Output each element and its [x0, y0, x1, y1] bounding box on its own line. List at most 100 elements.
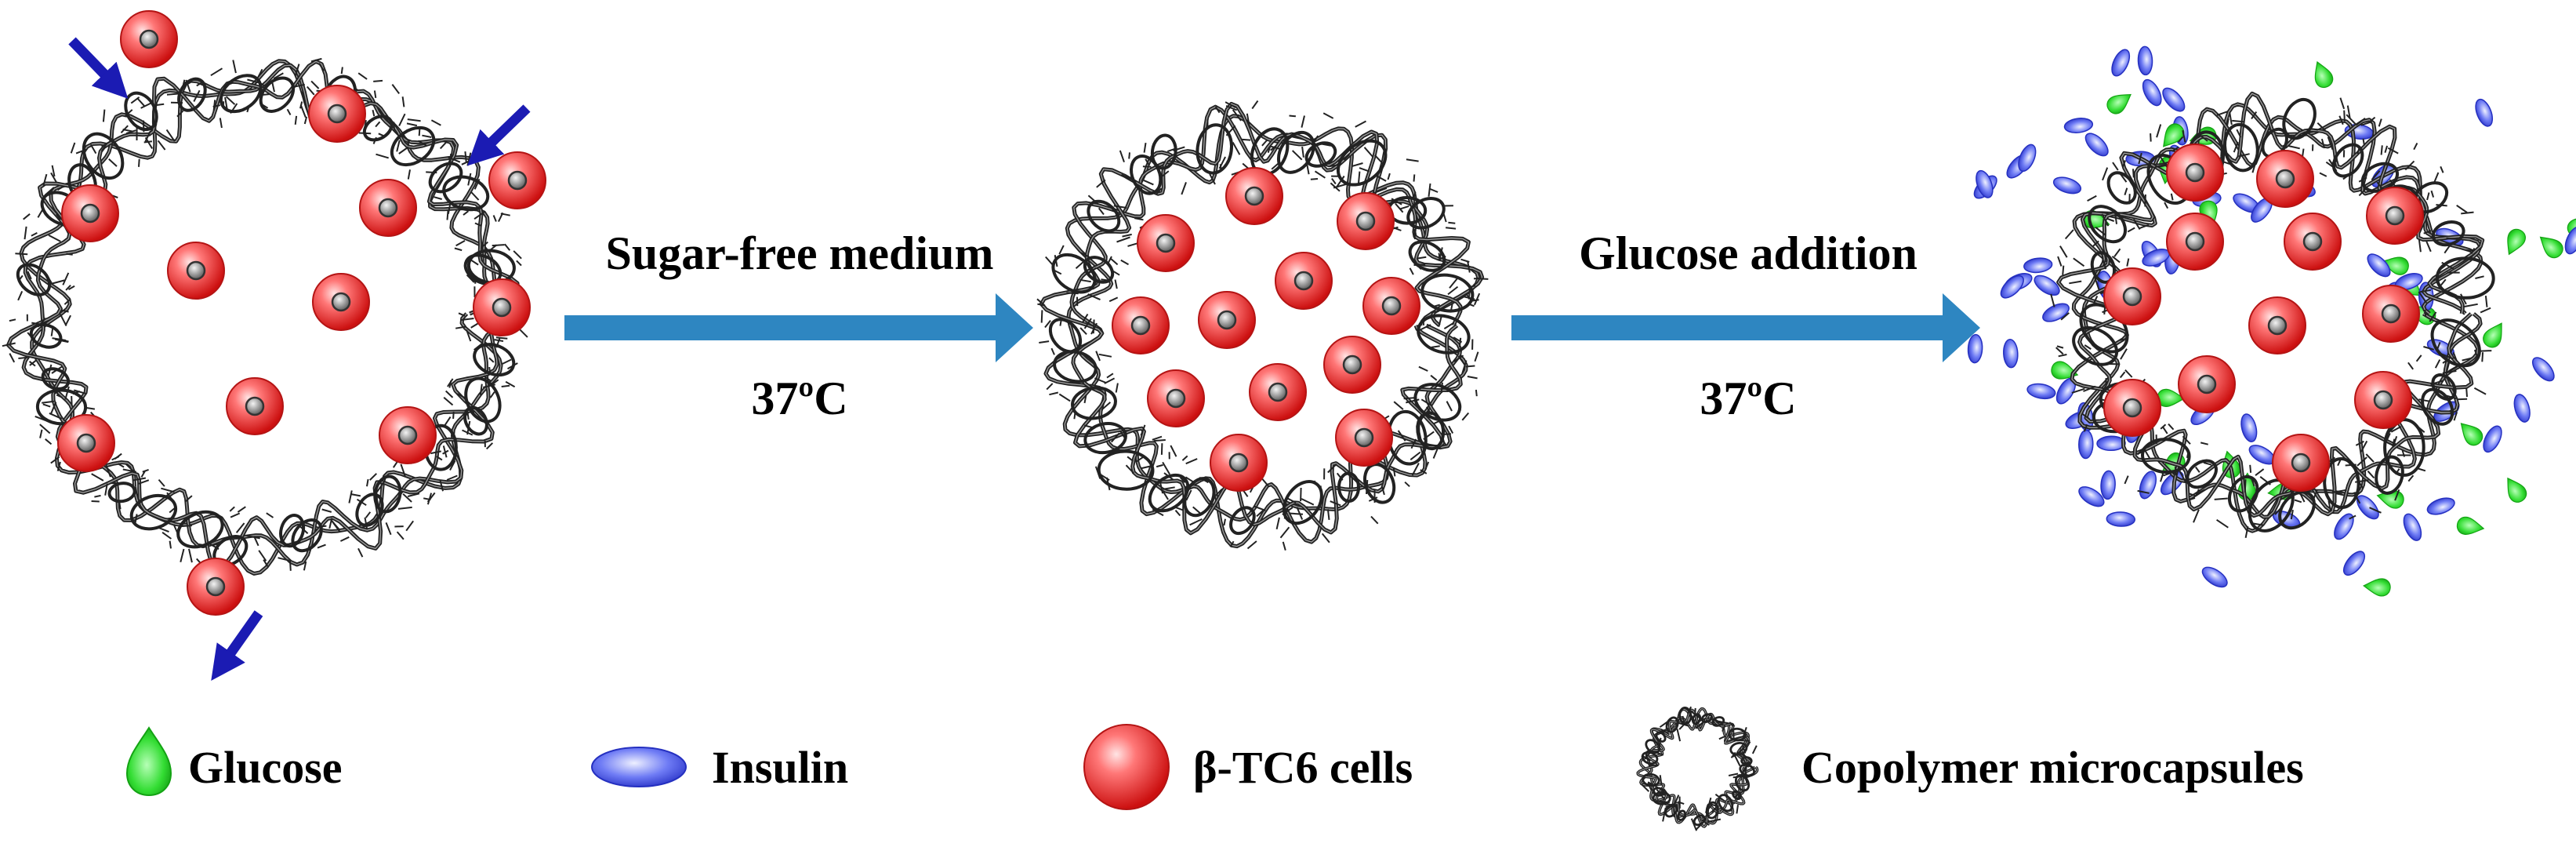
insulin-particle	[2034, 274, 2060, 296]
insulin-particle	[2139, 471, 2157, 500]
glucose-particle	[2483, 322, 2502, 348]
insulin-particle	[2356, 495, 2379, 520]
glucose-icon	[125, 726, 172, 797]
insulin-particle	[2000, 274, 2024, 299]
cell	[225, 376, 285, 436]
insulin-particle	[2100, 470, 2116, 500]
insulin-particle	[2084, 133, 2109, 157]
process-step-2: Glucose addition 37ºC	[1511, 227, 1980, 424]
cell	[1274, 251, 1333, 311]
insulin-particle	[2334, 513, 2354, 540]
legend-item-microcapsule: Copolymer microcapsules	[1636, 706, 2304, 831]
insulin-particle	[1967, 333, 1983, 364]
cell	[358, 178, 418, 238]
glucose-particle	[2507, 477, 2527, 503]
entry-arrow	[211, 610, 263, 682]
legend-label-microcapsule: Copolymer microcapsules	[1801, 742, 2304, 793]
insulin-particle	[2162, 87, 2186, 112]
glucose-particle	[2456, 516, 2485, 535]
step-2-temperature: 37ºC	[1700, 373, 1796, 424]
glucose-particle	[2539, 236, 2563, 259]
insulin-particle	[2201, 566, 2228, 588]
insulin-particle	[2111, 49, 2131, 77]
insulin-particle	[2052, 176, 2082, 194]
cell	[1225, 166, 1284, 226]
cell	[2165, 212, 2225, 271]
insulin-particle	[2023, 257, 2053, 274]
insulin-particle	[2078, 486, 2105, 507]
cell	[2283, 212, 2342, 271]
insulin-icon	[591, 747, 687, 787]
insulin-particle	[2342, 551, 2366, 576]
cell	[1136, 213, 1195, 273]
cell	[311, 272, 371, 332]
insulin-particle	[2096, 435, 2126, 452]
cell	[56, 413, 116, 473]
legend-item-insulin: Insulin	[591, 742, 848, 793]
step-2-condition: Glucose addition	[1579, 227, 1917, 279]
cell	[2255, 149, 2315, 209]
insulin-particle	[2240, 413, 2258, 442]
cell	[378, 405, 437, 465]
insulin-particle	[2137, 45, 2153, 76]
entry-arrow	[68, 37, 129, 99]
microcapsule-contracted	[1036, 100, 1489, 551]
cell	[1248, 362, 1308, 422]
insulin-particle	[2483, 425, 2502, 453]
entry-arrow	[467, 104, 531, 166]
glucose-particle	[2163, 123, 2185, 147]
cell	[60, 184, 120, 243]
cell	[1111, 296, 1170, 355]
glucose-particle	[2381, 256, 2409, 275]
cell	[2103, 267, 2162, 326]
cell	[2353, 370, 2413, 430]
glucose-particle	[2106, 93, 2132, 115]
insulin-particle	[2018, 144, 2037, 173]
legend-label-insulin: Insulin	[712, 742, 848, 793]
cell	[2177, 354, 2237, 414]
cells-scene-2	[1111, 166, 1421, 493]
insulin-particle	[2042, 303, 2070, 322]
process-arrow-1	[564, 293, 1033, 362]
cell	[119, 9, 179, 69]
insulin-particle	[2026, 383, 2056, 400]
cell	[472, 278, 532, 337]
cell	[1209, 433, 1268, 493]
insulin-particle	[2142, 78, 2162, 107]
legend-label-cells: β-TC6 cells	[1193, 742, 1413, 793]
cell	[307, 84, 367, 144]
step-1-condition: Sugar-free medium	[606, 227, 994, 279]
cell	[1197, 290, 1257, 350]
insulin-particle	[2531, 357, 2555, 382]
cell	[2248, 296, 2307, 355]
microcapsule-loose	[2, 57, 528, 576]
cell	[2365, 186, 2425, 245]
entry-arrows	[68, 37, 531, 682]
cell	[186, 557, 245, 616]
cell	[166, 241, 226, 300]
legend-item-glucose: Glucose	[125, 726, 343, 797]
insulin-particle	[1976, 169, 1994, 198]
cell	[2271, 433, 2331, 493]
legend: Glucose Insulin β-TC6 cells Copolymer mi…	[125, 706, 2304, 831]
insulin-particle	[2367, 253, 2391, 278]
legend-label-glucose: Glucose	[188, 742, 343, 793]
cell	[2361, 284, 2421, 344]
insulin-particle	[2063, 118, 2094, 133]
insulin-particle	[2564, 226, 2576, 255]
insulin-particle	[2513, 394, 2531, 423]
cell	[1362, 276, 1421, 336]
cell	[2103, 378, 2162, 438]
insulin-particle	[2403, 513, 2422, 541]
cell-icon	[1083, 724, 1170, 810]
process-arrow-2	[1511, 293, 1980, 362]
cell	[1146, 369, 1206, 428]
cell	[1334, 408, 1394, 467]
microcapsule-icon	[1636, 706, 1759, 831]
insulin-particle	[2475, 98, 2494, 127]
legend-item-cells: β-TC6 cells	[1083, 724, 1413, 810]
glucose-particle	[2363, 578, 2391, 597]
glucose-particle	[2314, 60, 2334, 89]
glucose-particle	[2507, 228, 2526, 256]
